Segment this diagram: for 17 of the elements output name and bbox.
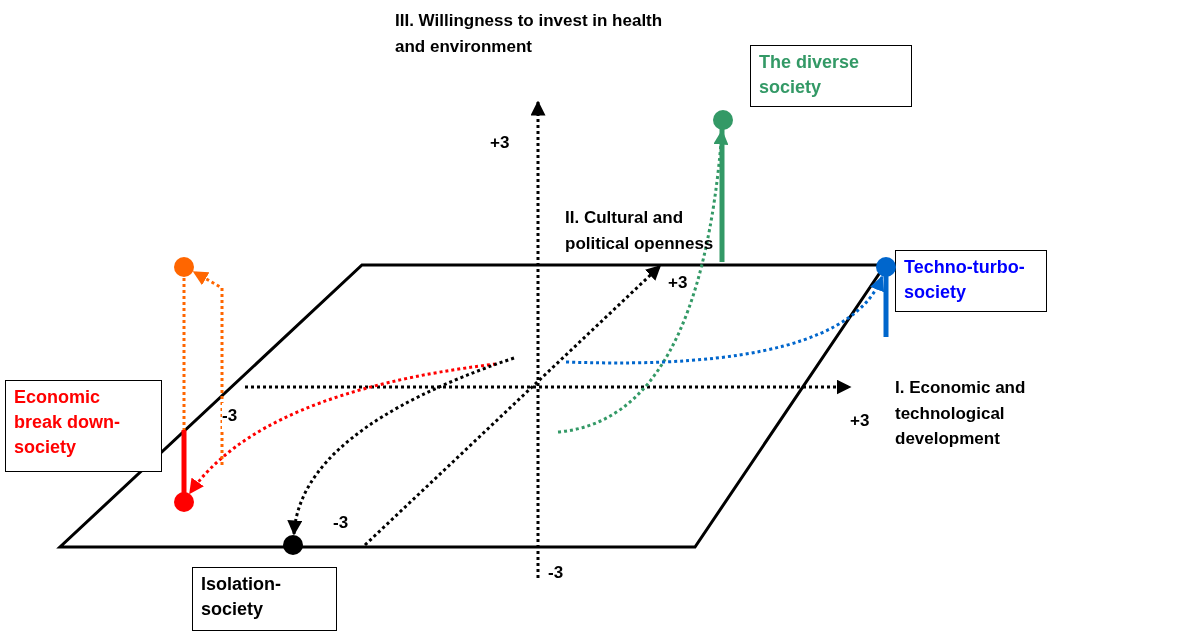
dotted-arrow bbox=[188, 362, 497, 495]
dotted-arrow bbox=[288, 356, 515, 536]
axis-value: -3 bbox=[222, 403, 238, 429]
dotted-arrow bbox=[192, 270, 224, 465]
axis-title: II. Cultural and political openness bbox=[565, 207, 715, 255]
circle-marker bbox=[713, 110, 733, 130]
dotted-arrow bbox=[565, 275, 884, 365]
circle-marker bbox=[174, 492, 194, 512]
circle-marker bbox=[174, 257, 194, 277]
scenario-label: Isolation-society bbox=[192, 567, 337, 631]
circle-marker bbox=[283, 535, 303, 555]
scenario-label: Economic break down-society bbox=[5, 380, 162, 472]
axis-title: I. Economic and technological development bbox=[895, 377, 1027, 450]
scenario-label: Techno-turbo-society bbox=[895, 250, 1047, 312]
axis-title: III. Willingness to invest in health and environment bbox=[395, 10, 664, 58]
scenario-label: The diverse society bbox=[750, 45, 912, 107]
circle-marker bbox=[876, 257, 896, 277]
